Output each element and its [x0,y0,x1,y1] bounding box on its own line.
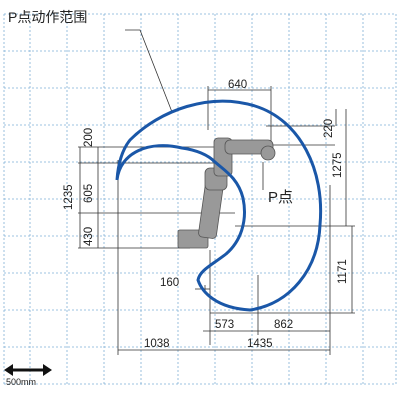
dim-top-640: 640 [228,79,247,91]
dim-bottom-1038: 1038 [144,338,170,350]
dim-right-1171: 1171 [337,259,349,284]
scale-arrow-right-icon [43,364,52,376]
dim-left-1235: 1235 [63,184,75,210]
dim-left-200: 200 [83,128,95,147]
dim-bottom-1435: 1435 [247,338,273,350]
robot-forearm [224,139,274,155]
dim-bottom-862: 862 [274,319,293,331]
dim-bottom-573: 573 [215,319,234,331]
dim-left-605: 605 [83,184,95,203]
scale-arrow-left-icon [4,364,13,376]
scale-bar: 500mm [4,364,52,387]
p-point-label: P点 [268,189,293,206]
dim-right-220: 220 [323,119,335,138]
dim-left-430: 430 [83,227,95,246]
motion-range-envelope [115,99,323,312]
robot-wrist [260,145,276,161]
robot-arm [177,137,276,249]
diagram-title: P点动作范围 [8,9,87,25]
dim-inner-160: 160 [160,277,179,289]
dim-right-1275: 1275 [332,152,344,178]
scale-label: 500mm [6,377,36,387]
